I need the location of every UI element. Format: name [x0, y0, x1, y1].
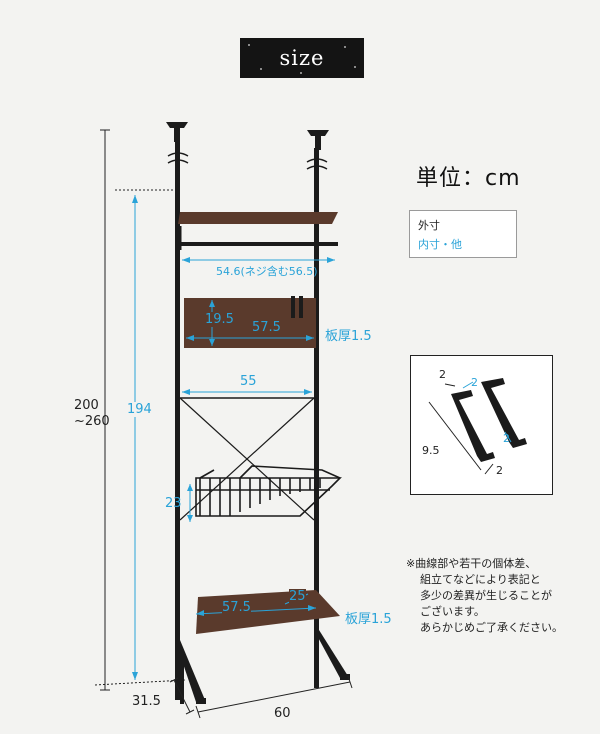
total-height-line2: ~260 — [74, 414, 110, 429]
legend-inner-label: 内寸・他 — [418, 238, 462, 251]
hook-diagram — [428, 378, 527, 475]
banner-texture — [300, 72, 302, 74]
unit-label: 単位：cm — [416, 166, 521, 191]
hook-dim-w2: 2 — [471, 376, 478, 389]
note-line: 多少の差異が生じることが — [420, 589, 552, 602]
width-label: 60 — [274, 706, 291, 721]
inner-height-arrow-bottom — [132, 672, 138, 680]
frame-width-arrow-left — [182, 389, 190, 395]
width-tick-right — [347, 675, 353, 689]
hook-dim-d2: 2 — [496, 464, 503, 477]
board-thickness-upper-label: 板厚1.5 — [325, 329, 372, 344]
bottom-shelf-width-line — [195, 607, 317, 615]
board-height-arrow-bottom — [209, 339, 215, 346]
pole-break-marks — [167, 152, 328, 170]
hook-dim-h: 9.5 — [422, 444, 440, 457]
board-hook-left — [291, 296, 295, 318]
banner-texture — [344, 46, 346, 48]
width-tick-left — [195, 705, 201, 719]
wire-rack — [195, 465, 342, 517]
ceiling-pad-left — [166, 122, 188, 142]
board-width-arrow-right — [306, 335, 314, 341]
frame-width-label: 55 — [240, 374, 257, 389]
right-pole — [314, 148, 319, 688]
height-extension-bottom — [94, 679, 186, 686]
hook-d1-line — [504, 431, 512, 443]
top-shelf-width-arrow-left — [182, 257, 190, 263]
banner-texture — [260, 68, 262, 70]
note-line: あらかじめご了承ください。 — [420, 621, 563, 634]
depth-tick-top — [169, 677, 179, 683]
hook-d2-line — [484, 463, 494, 475]
cross-brace-b — [179, 397, 315, 521]
bottom-shelf-width-arrow-left — [196, 610, 204, 616]
left-pole — [175, 140, 180, 700]
hook-dim-d1: 2 — [503, 432, 510, 445]
ceiling-pad-right — [307, 130, 329, 150]
note-line: 組立てなどにより表記と — [420, 573, 541, 586]
board-width-label: 57.5 — [252, 320, 281, 335]
hook-detail-box — [410, 355, 553, 495]
board-thickness-lower-label: 板厚1.5 — [345, 612, 392, 627]
board-width-arrow-left — [186, 335, 194, 341]
board-hook-right — [299, 296, 303, 318]
hook-shape-right — [481, 378, 527, 448]
legend-outer-label: 外寸 — [418, 219, 440, 232]
size-banner-title: size — [279, 46, 325, 70]
hook-w1-line — [444, 383, 456, 387]
disclaimer-note: ※曲線部や若干の個体差、 組立てなどにより表記と 多少の差異が生じることが ござ… — [406, 556, 586, 636]
inner-height-label: 194 — [127, 402, 152, 417]
rack-height-arrow-top — [187, 484, 193, 491]
legend-box: 外寸 内寸・他 — [409, 210, 517, 258]
rack-height-label: 23 — [165, 496, 182, 511]
frame-width-arrow-right — [304, 389, 312, 395]
hook-w2-line — [462, 381, 474, 389]
wall-board — [184, 298, 316, 348]
top-shelf — [178, 212, 338, 224]
banner-texture — [354, 66, 356, 68]
depth-tick-bottom — [185, 709, 195, 715]
inner-height-arrow-top — [132, 195, 138, 203]
depth-dimension-line — [173, 679, 191, 713]
base-legs — [175, 630, 350, 704]
board-height-arrow-top — [209, 300, 215, 307]
total-height-line1: 200 — [74, 398, 99, 413]
board-height-label: 19.5 — [205, 312, 234, 327]
hook-dim-w1: 2 — [439, 368, 446, 381]
size-banner: size — [240, 38, 364, 78]
note-line: ※曲線部や若干の個体差、 — [406, 557, 537, 570]
depth-label: 31.5 — [132, 694, 161, 709]
banner-texture — [248, 44, 250, 46]
note-line: ございます。 — [420, 605, 485, 618]
top-shelf-width-label: 54.6(ネジ含む56.5) — [216, 265, 318, 278]
hook-height-line — [428, 401, 482, 471]
bottom-shelf-width-arrow-right — [308, 605, 316, 611]
width-dimension-line — [197, 681, 351, 713]
bottom-shelf-depth-label: 25 — [289, 589, 306, 604]
bottom-shelf-width-label: 57.5 — [222, 600, 251, 615]
total-height-label: 200 ~260 — [74, 398, 110, 430]
hook-shape-left — [451, 390, 495, 462]
top-shelf-width-arrow-right — [327, 257, 335, 263]
rack-height-arrow-bottom — [187, 515, 193, 522]
